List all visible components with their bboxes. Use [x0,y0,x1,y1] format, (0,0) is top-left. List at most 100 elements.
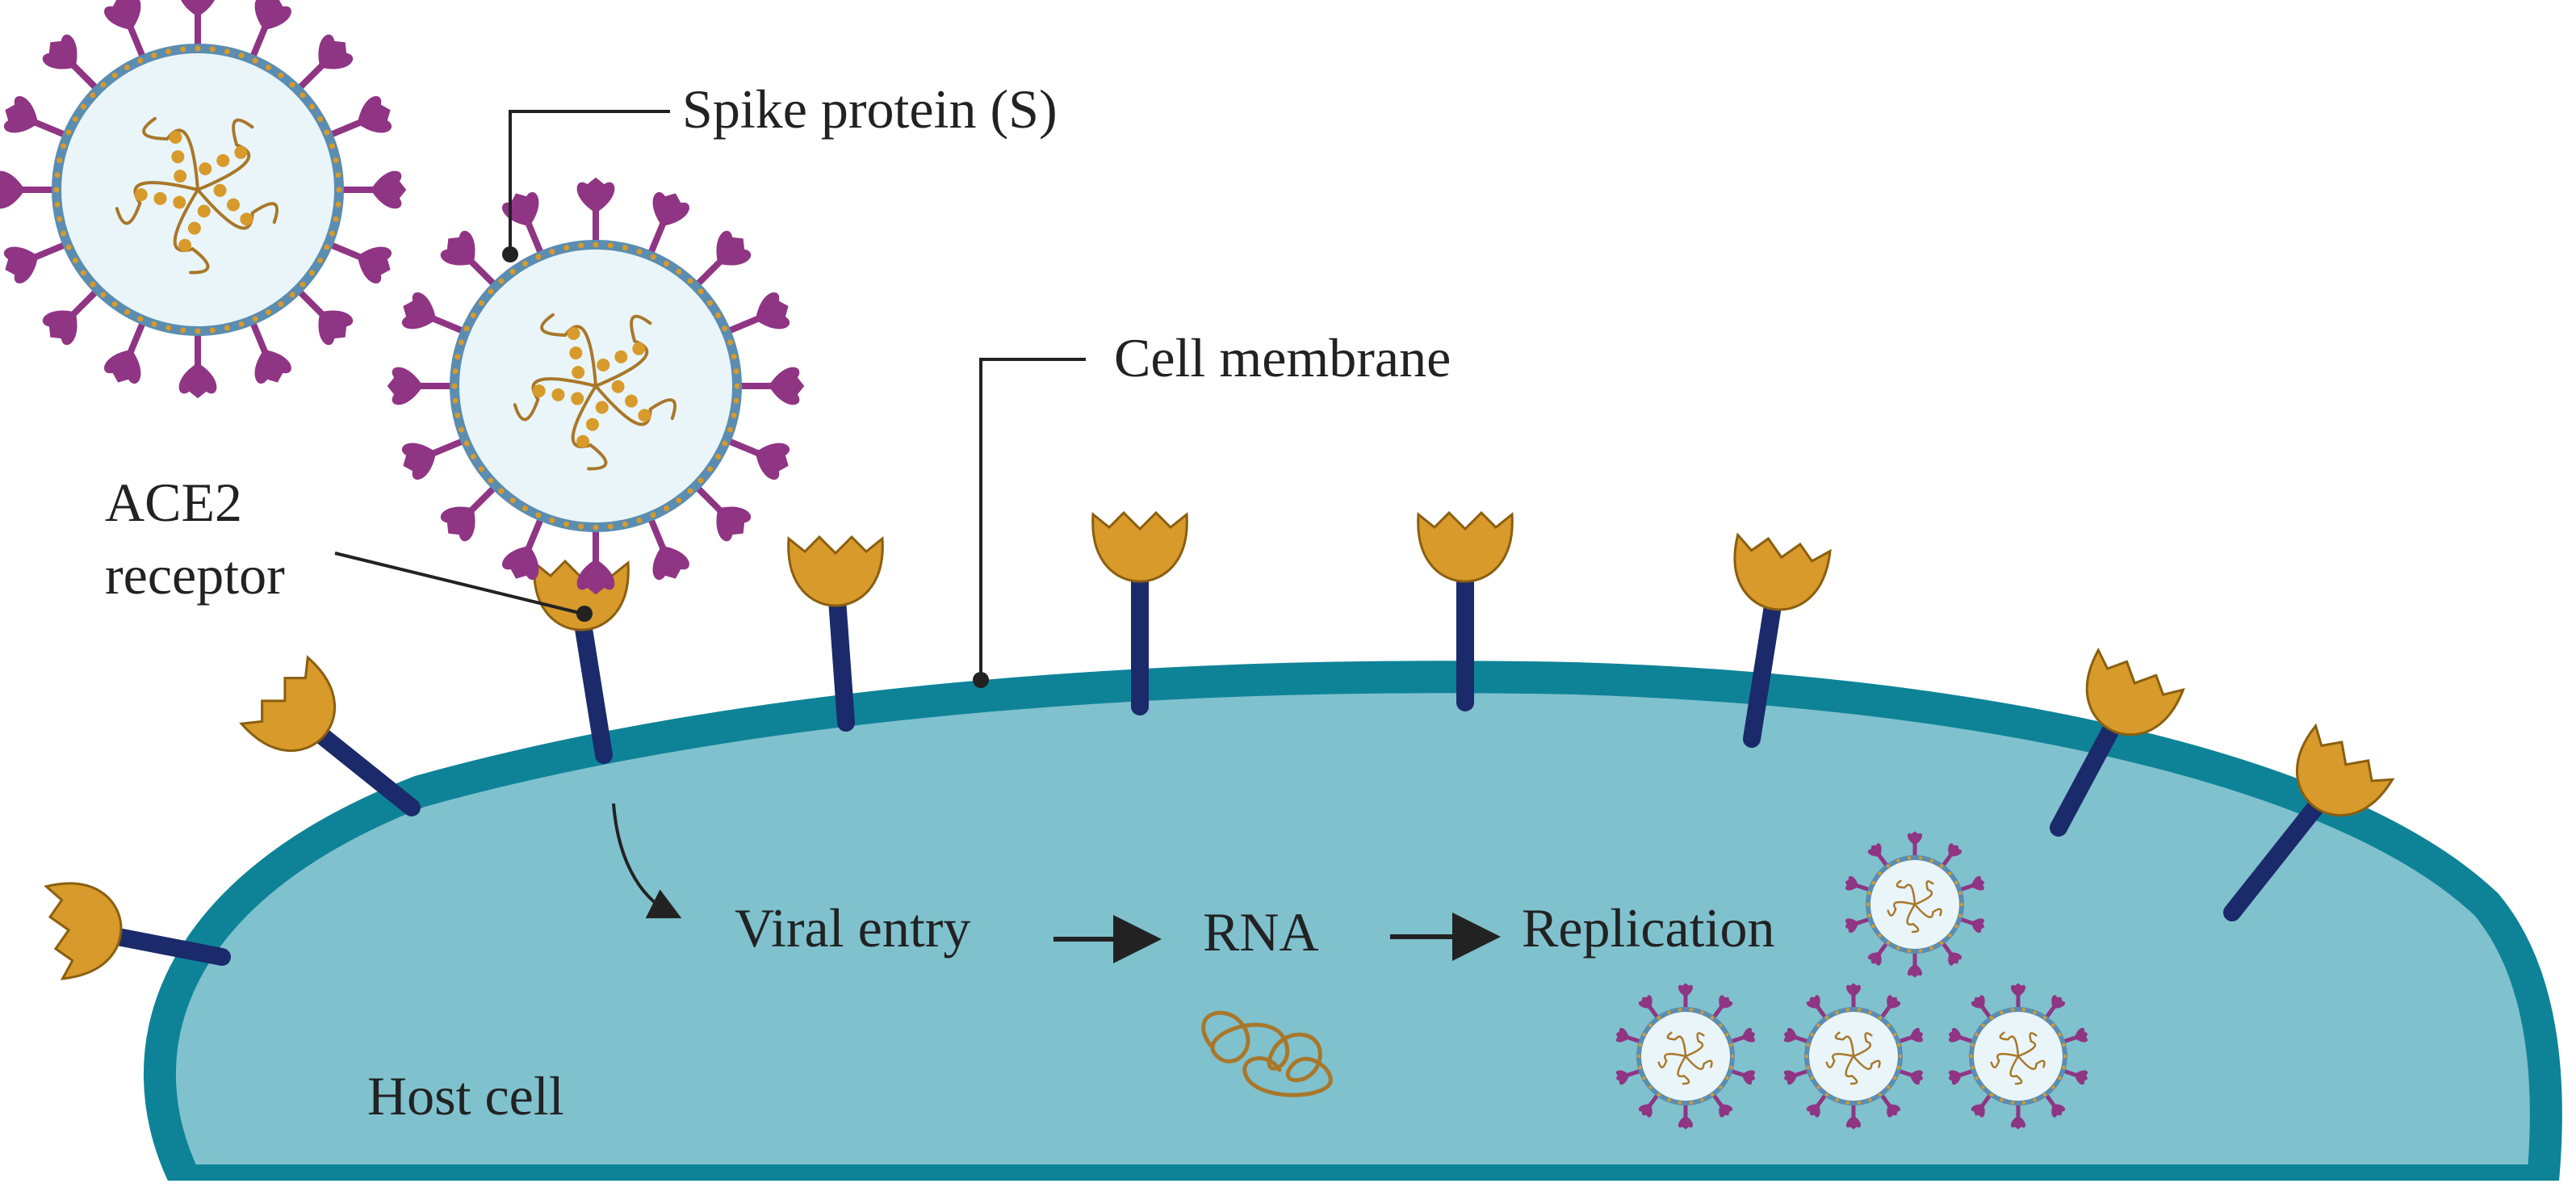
spike-head [652,191,689,227]
envelope-protein [1897,1043,1901,1047]
spike-head [1971,1104,1985,1118]
viral-genome-coil [1913,880,1934,906]
envelope-protein [309,270,316,276]
spike-head [2051,1104,2066,1118]
envelope-protein [100,292,107,298]
envelope-protein [266,64,271,70]
envelope-protein [715,454,722,459]
spike-head [652,545,689,581]
envelope-protein [459,339,465,346]
envelope-protein [278,301,284,308]
envelope-protein [1948,934,1952,938]
spike-head [104,0,141,31]
nucleocapsid-protein [187,221,201,235]
envelope-protein [549,517,555,523]
spike-head [181,0,215,17]
envelope-protein [607,523,614,530]
envelope-protein [522,260,528,266]
envelope-protein [224,48,230,55]
envelope-protein [2021,1008,2026,1012]
nucleocapsid-protein [213,183,227,197]
envelope-protein [1648,1023,1652,1027]
nucleocapsid-protein [227,198,241,212]
envelope-protein [734,383,740,389]
spike-head [755,443,790,480]
envelope-protein [1878,1093,1883,1097]
envelope-protein [1981,1085,1985,1089]
spike-head [1615,1027,1630,1043]
envelope-protein [2010,1101,2015,1105]
envelope-protein [733,368,739,375]
envelope-protein [1638,1065,1642,1070]
spike-head [357,246,392,283]
envelope-protein [563,245,570,251]
nucleocapsid-protein [173,195,186,209]
envelope-protein [1729,1043,1733,1047]
spike-head [1741,1027,1756,1043]
spike-head [1948,1027,1962,1043]
envelope-protein [733,397,739,404]
viral-genome-coil [196,118,254,191]
viral-genome-coil [142,116,199,191]
viral-genome-coil [115,181,199,225]
envelope-protein [1857,1101,1862,1105]
envelope-protein [2062,1043,2066,1047]
spike-head [1783,1027,1798,1043]
envelope-protein [1958,913,1962,918]
viral-genome-coil [1895,879,1916,906]
envelope-protein [333,216,339,222]
envelope-protein [1638,1043,1642,1047]
nucleocapsid-protein [199,162,212,176]
envelope-protein [1918,949,1923,953]
envelope-protein [61,143,67,149]
envelope-protein [1975,1032,1979,1037]
envelope-protein [549,249,555,255]
spike-head [1615,1070,1630,1085]
envelope-protein [1989,1093,1994,1097]
envelope-protein [1893,1076,1897,1080]
spike-head [1867,843,1882,857]
envelope-protein [124,309,130,316]
viral-genome-coil [1999,1031,2020,1058]
envelope-protein [2000,1098,2004,1102]
envelope-protein [309,103,316,110]
ace2-receptor-head [787,535,884,607]
envelope-protein [593,524,599,531]
envelope-protein [336,187,342,193]
spike-protein-label: Spike protein (S) [682,78,1058,140]
spike-head [1909,1070,1924,1085]
envelope-protein [1929,946,1933,950]
spike-head [755,292,790,329]
spike-head [440,506,475,542]
envelope-protein [1710,1093,1715,1097]
envelope-protein [1898,1054,1903,1059]
spike-head [576,559,615,595]
envelope-protein [278,72,284,78]
envelope-protein [1845,1101,1850,1105]
envelope-protein [1929,858,1933,862]
ace2-receptor-pointer-dot [576,606,593,622]
spike-head [357,96,392,133]
nucleocapsid-protein [171,150,185,164]
envelope-protein [478,300,484,306]
envelope-protein [252,57,258,64]
envelope-protein [1897,1065,1901,1070]
viral-genome-coil [2017,1055,2046,1070]
envelope-protein [137,57,144,64]
envelope-protein [1896,946,1900,950]
envelope-protein [636,517,643,523]
envelope-protein [1806,1043,1810,1047]
envelope-protein [676,497,682,504]
envelope-protein [1657,1093,1661,1097]
spike-protein-leader [509,110,670,252]
viral-genome-coil [1913,903,1942,918]
envelope-protein [722,440,728,447]
nucleocapsid-protein [169,131,182,145]
envelope-protein [1689,1008,1694,1012]
envelope-protein [1887,1085,1891,1089]
bottom-crop [0,1181,2576,1200]
envelope-protein [1867,891,1871,896]
spike-head [1971,995,1985,1009]
envelope-protein [1725,1032,1729,1037]
nucleocapsid-protein [625,394,639,408]
